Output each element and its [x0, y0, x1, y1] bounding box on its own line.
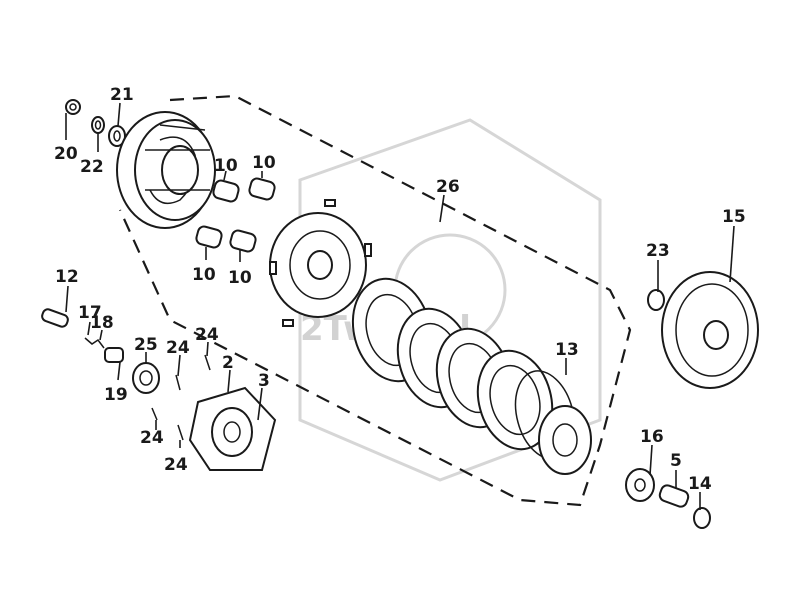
- label-16: 16: [640, 427, 664, 447]
- label-12: 12: [55, 267, 79, 287]
- roller-set: [195, 177, 276, 253]
- assembly-outline: [118, 94, 632, 507]
- friction-plates: [351, 277, 554, 451]
- inner-gear: [538, 405, 592, 475]
- part-18-spring: [84, 337, 105, 349]
- label-24-b: 24: [166, 338, 190, 358]
- clutch-housing: [116, 111, 216, 229]
- label-10-c: 10: [192, 265, 216, 285]
- label-14: 14: [688, 474, 712, 494]
- label-2: 2: [222, 353, 234, 373]
- part-3-cover: [188, 386, 277, 471]
- label-19: 19: [104, 385, 128, 405]
- part-15-gear: [661, 271, 759, 389]
- label-24-c: 24: [140, 428, 164, 448]
- clutch-hub: [269, 199, 372, 327]
- label-23: 23: [646, 241, 670, 261]
- label-20: 20: [54, 144, 78, 164]
- part-21-washer: [108, 125, 126, 147]
- label-21: 21: [110, 85, 134, 105]
- part-16-gear: [625, 468, 655, 502]
- leader-lines: [65, 102, 735, 510]
- part-20-nut: [65, 99, 81, 115]
- part-14-washer: [693, 507, 711, 529]
- label-13: 13: [555, 340, 579, 360]
- part-12-pin: [41, 308, 69, 328]
- label-26: 26: [436, 177, 460, 197]
- label-17: 17: [78, 303, 102, 323]
- part-5-bushing: [658, 484, 690, 508]
- part-25-bearing: [132, 362, 160, 394]
- part-23-ring: [647, 289, 665, 311]
- label-24-d: 24: [164, 455, 188, 475]
- part-24-screws: [151, 354, 211, 441]
- label-18: 18: [90, 313, 114, 333]
- part-19-cap: [104, 347, 124, 363]
- label-24-a: 24: [195, 325, 219, 345]
- label-10-d: 10: [228, 268, 252, 288]
- callout-labels: 20 22 21 10 10 10 10 12 17 18 19 25 24 2…: [54, 85, 746, 494]
- label-10-a: 10: [214, 156, 238, 176]
- label-3: 3: [258, 371, 270, 391]
- part-22-washer: [91, 116, 105, 134]
- label-25: 25: [134, 335, 158, 355]
- label-10-b: 10: [252, 153, 276, 173]
- label-5: 5: [670, 451, 682, 471]
- label-15: 15: [722, 207, 746, 227]
- label-22: 22: [80, 157, 104, 177]
